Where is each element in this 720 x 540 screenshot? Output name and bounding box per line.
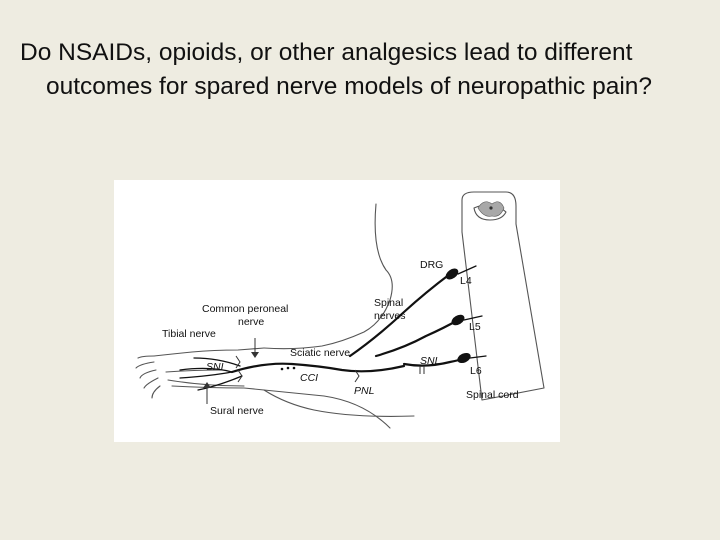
dorsal-root-ganglion-l5: [451, 314, 465, 326]
label-pointers: [203, 338, 259, 404]
common-peroneal-nerve-label-line-1: Common peroneal: [202, 303, 288, 315]
sni-label: SNI: [206, 361, 224, 373]
tibial-nerve-label: Tibial nerve: [162, 328, 216, 340]
dorsal-root-ganglion-l4: [445, 268, 459, 280]
diagram-canvas: DRG L4 L5 L6 Spinal nerves Common perone…: [135, 191, 545, 429]
spinal-nerves-label-line-1: Spinal: [374, 297, 403, 309]
nerve-injury-models-diagram: DRG L4 L5 L6 Spinal nerves Common perone…: [114, 180, 560, 442]
drg-label: DRG: [420, 259, 443, 271]
pnl-label: PNL: [354, 385, 375, 397]
spinal-nerves-label-line-2: nerves: [374, 310, 406, 322]
l4-label: L4: [460, 275, 472, 287]
l6-label: L6: [470, 365, 482, 377]
ligature-marks: [235, 355, 425, 383]
slide-title: Do NSAIDs, opioids, or other analgesics …: [20, 39, 653, 100]
cci-label: CCI: [300, 372, 318, 384]
sural-nerve-label: Sural nerve: [210, 405, 264, 417]
sciatic-nerve-label: Sciatic nerve: [290, 347, 350, 359]
common-peroneal-nerve-label: Common peroneal nerve: [202, 303, 291, 328]
spinal-nerves: [348, 265, 487, 367]
spinal-cord: [461, 191, 545, 401]
snl-label: SNL: [420, 355, 441, 367]
dorsal-root-ganglion-l6: [457, 352, 471, 364]
spinal-cord-label: Spinal cord: [466, 389, 519, 401]
common-peroneal-nerve-label-line-2: nerve: [238, 316, 264, 328]
sciatic-nerve-tree: [179, 357, 406, 391]
l5-label: L5: [469, 321, 481, 333]
spinal-nerves-label: Spinal nerves: [374, 297, 406, 322]
